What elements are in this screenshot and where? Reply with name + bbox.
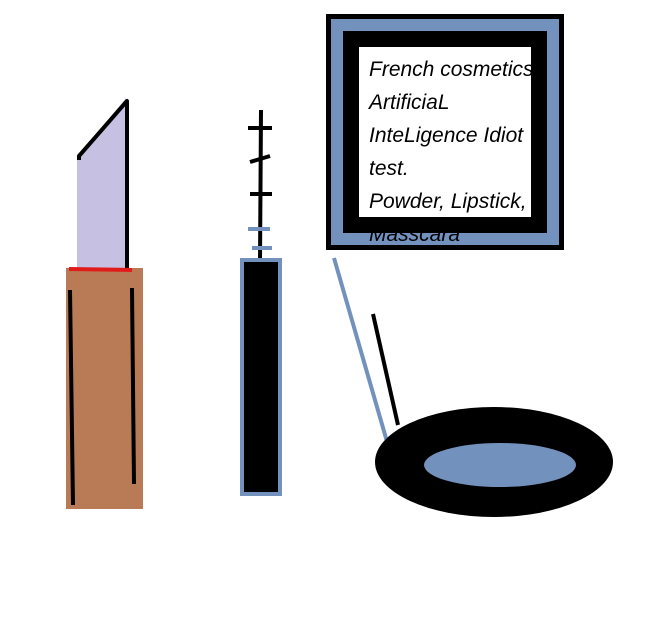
lipstick-rim [68,267,133,272]
caption-line: InteLigence Idiot [369,124,524,147]
powder-brush [371,313,400,426]
powder-compact-drawing [371,313,613,517]
caption-line: Masscara [369,223,461,246]
caption-line: test. [369,157,409,180]
lipstick-tip [77,98,128,270]
mascara-tube [240,258,282,496]
mascara-drawing [240,109,282,496]
sign-pointer [332,257,392,453]
caption-line: French cosmetics [369,58,534,81]
caption-text: French cosmetics ArtificiaL InteLigence … [359,47,534,246]
caption-sign: French cosmetics ArtificiaL InteLigence … [326,14,564,250]
lipstick-body [66,268,143,509]
caption-line: ArtificiaL [369,91,450,114]
lipstick-drawing [66,98,143,509]
compact-powder [424,443,576,487]
caption-line: Powder, Lipstick, [369,190,527,213]
